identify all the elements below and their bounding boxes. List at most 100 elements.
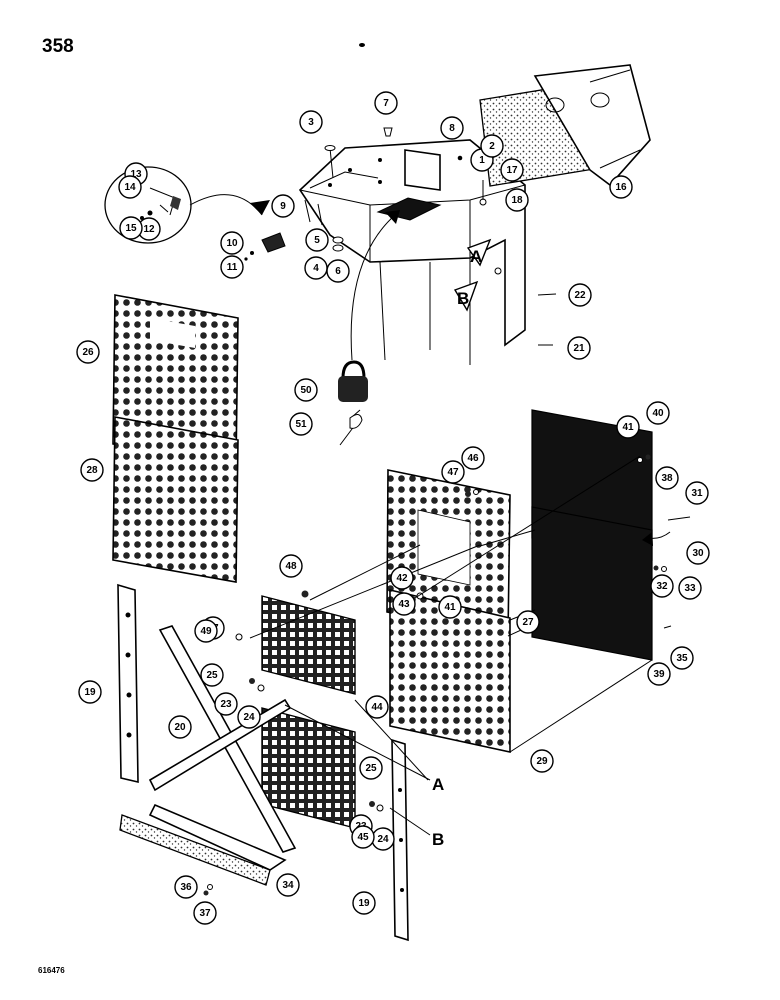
callout-number: 50 bbox=[300, 385, 312, 396]
callout-number: 6 bbox=[335, 266, 341, 277]
mesh-screen-45 bbox=[261, 707, 356, 829]
callout-number: 25 bbox=[206, 670, 218, 681]
callout-number: 32 bbox=[656, 581, 668, 592]
callout-number: 27 bbox=[522, 617, 534, 628]
callout-number: 40 bbox=[652, 408, 664, 419]
callout-7: 7 bbox=[374, 91, 398, 115]
callout-22: 22 bbox=[568, 283, 592, 307]
callout-50: 50 bbox=[294, 378, 318, 402]
callout-15: 15 bbox=[119, 216, 143, 240]
callout-number: 14 bbox=[124, 182, 136, 193]
bottom-seal-34 bbox=[119, 803, 287, 886]
callout-10: 10 bbox=[220, 231, 244, 255]
callout-16: 16 bbox=[609, 175, 633, 199]
callout-number: 10 bbox=[226, 238, 238, 249]
callout-48: 48 bbox=[279, 554, 303, 578]
callout-51: 51 bbox=[289, 412, 313, 436]
print-speck bbox=[359, 43, 365, 47]
callout-number: 15 bbox=[125, 223, 137, 234]
lower-fasteners bbox=[203, 454, 691, 896]
callout-number: 44 bbox=[371, 702, 383, 713]
callout-number: 49 bbox=[200, 626, 212, 637]
callout-number: 47 bbox=[447, 467, 459, 478]
callout-number: 19 bbox=[358, 898, 370, 909]
callout-24: 24 bbox=[371, 827, 395, 851]
callout-38: 38 bbox=[655, 466, 679, 490]
ref-letter-b: B bbox=[432, 830, 444, 849]
callout-number: 18 bbox=[511, 195, 523, 206]
filter-screen-39 bbox=[531, 506, 653, 661]
callout-37: 37 bbox=[193, 901, 217, 925]
callout-number: 21 bbox=[573, 343, 585, 354]
padlock-arrow bbox=[350, 214, 396, 361]
callout-4: 4 bbox=[304, 256, 328, 280]
callout-number: 16 bbox=[615, 182, 627, 193]
callout-8: 8 bbox=[440, 116, 464, 140]
callout-number: 33 bbox=[684, 583, 696, 594]
callout-number: 24 bbox=[243, 712, 255, 723]
decal-b-letter: B bbox=[457, 289, 469, 308]
callout-number: 31 bbox=[691, 488, 703, 499]
mesh-screen-44 bbox=[261, 595, 356, 695]
callout-number: 12 bbox=[143, 224, 155, 235]
callout-number: 25 bbox=[365, 763, 377, 774]
callout-21: 21 bbox=[567, 336, 591, 360]
page-number: 358 bbox=[42, 36, 74, 57]
callout-41: 41 bbox=[616, 415, 640, 439]
callout-number: 39 bbox=[653, 669, 665, 680]
callout-number: 45 bbox=[357, 832, 369, 843]
callout-number: 34 bbox=[282, 880, 294, 891]
callout-number: 37 bbox=[199, 908, 211, 919]
callout-9: 9 bbox=[271, 194, 295, 218]
callout-40: 40 bbox=[646, 401, 670, 425]
callout-number: 11 bbox=[227, 262, 238, 273]
upper-fasteners bbox=[324, 127, 557, 346]
left-strip-19 bbox=[117, 583, 139, 784]
callout-6: 6 bbox=[326, 259, 350, 283]
callout-5: 5 bbox=[305, 228, 329, 252]
callout-28: 28 bbox=[80, 458, 104, 482]
callout-47: 47 bbox=[441, 460, 465, 484]
callout-number: 46 bbox=[467, 453, 479, 464]
callout-number: 9 bbox=[280, 201, 286, 212]
callout-31: 31 bbox=[685, 481, 709, 505]
callout-49: 49 bbox=[194, 619, 218, 643]
callout-number: 24 bbox=[377, 834, 389, 845]
callout-24: 24 bbox=[237, 705, 261, 729]
callout-42: 42 bbox=[390, 566, 414, 590]
callout-3: 3 bbox=[299, 110, 323, 134]
figure-code: 616476 bbox=[38, 966, 65, 975]
callout-26: 26 bbox=[76, 340, 100, 364]
right-strip-19 bbox=[391, 738, 409, 942]
latch-part bbox=[244, 232, 286, 261]
callout-41: 41 bbox=[438, 595, 462, 619]
callout-number: 51 bbox=[295, 419, 307, 430]
callout-27: 27 bbox=[516, 610, 540, 634]
callout-number: 41 bbox=[622, 422, 634, 433]
left-panel-28 bbox=[112, 416, 239, 583]
callout-23: 23 bbox=[214, 692, 238, 716]
callout-18: 18 bbox=[505, 188, 529, 212]
callout-29: 29 bbox=[530, 749, 554, 773]
callout-number: 22 bbox=[574, 290, 586, 301]
callout-number: 36 bbox=[180, 882, 192, 893]
callout-11: 11 bbox=[220, 255, 244, 279]
callout-number: 43 bbox=[398, 599, 410, 610]
callout-number: 19 bbox=[84, 687, 96, 698]
callout-number: 29 bbox=[536, 756, 548, 767]
callout-number: 26 bbox=[82, 347, 94, 358]
callout-12: 12 bbox=[137, 217, 161, 241]
callout-35: 35 bbox=[670, 646, 694, 670]
callout-17: 17 bbox=[500, 158, 524, 182]
callout-number: 3 bbox=[308, 117, 314, 128]
callout-number: 4 bbox=[313, 263, 319, 274]
decal-a: A bbox=[466, 238, 492, 267]
callout-number: 38 bbox=[661, 473, 673, 484]
callout-43: 43 bbox=[392, 592, 416, 616]
key bbox=[339, 409, 363, 446]
callout-36: 36 bbox=[174, 875, 198, 899]
callout-32: 32 bbox=[650, 574, 674, 598]
callout-33: 33 bbox=[678, 576, 702, 600]
callout-number: 23 bbox=[220, 699, 232, 710]
